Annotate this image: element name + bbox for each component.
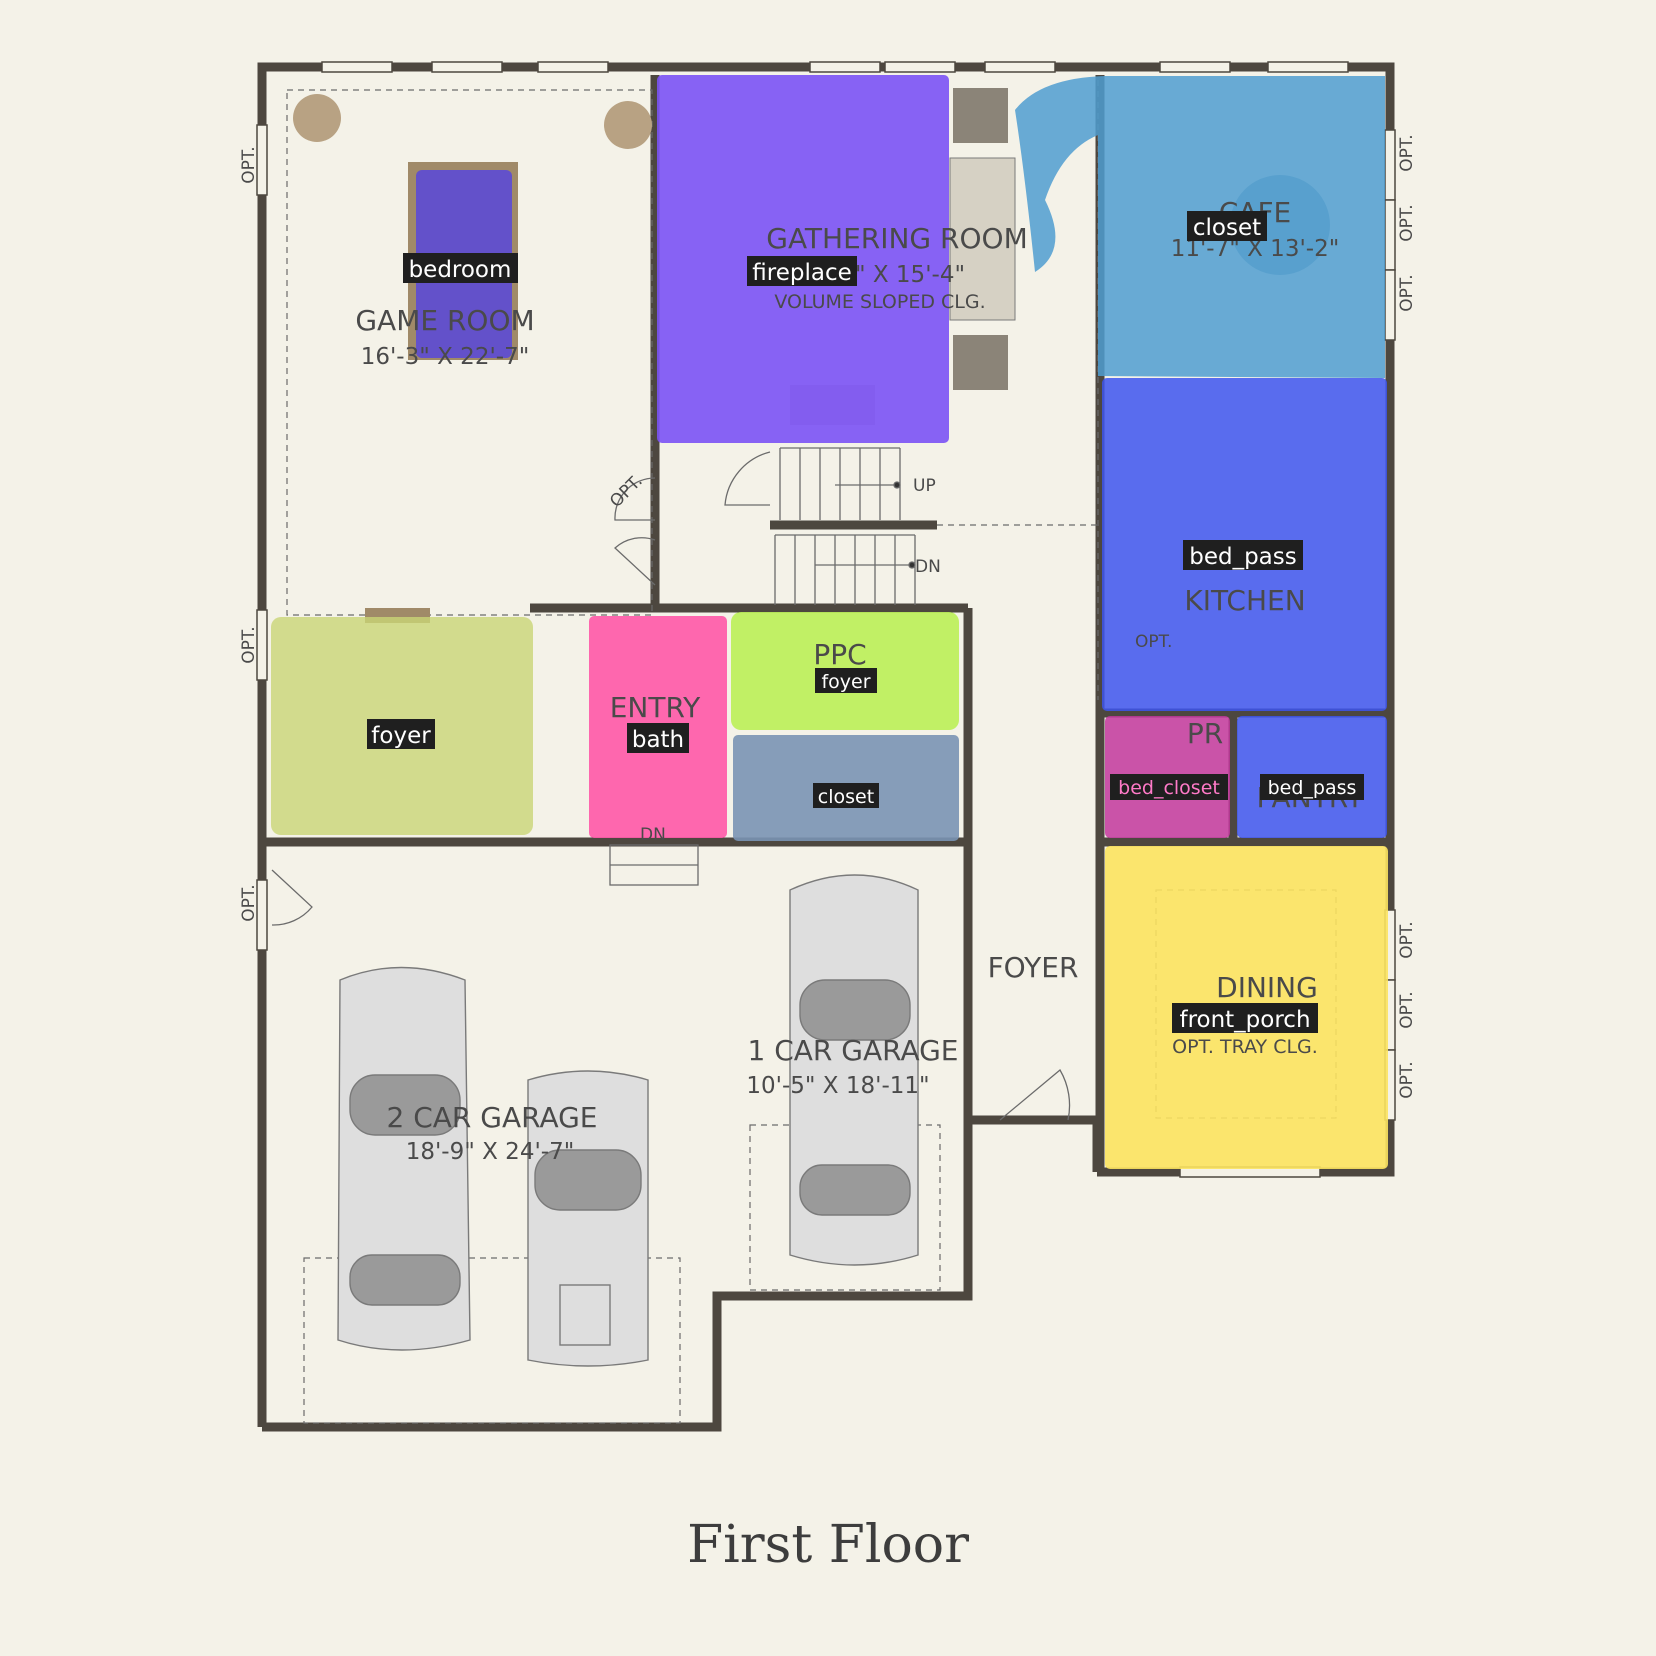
tag-closet-lower: closet [818, 786, 874, 808]
tag-bg-bedroom [403, 253, 518, 283]
room-name-pr: PR [1187, 717, 1223, 750]
room-name-game-room: GAME ROOM [355, 304, 534, 337]
tag-bg-front-porch [1172, 1003, 1318, 1033]
tag-front-porch: front_porch [1179, 1007, 1310, 1033]
tag-bed-pass-kitchen: bed_pass [1189, 544, 1297, 570]
opt-labels: OPT. OPT. OPT. OPT. OPT. OPT. OPT. OPT. … [239, 134, 1417, 1098]
tag-bg-bed-pass-pantry [1260, 774, 1364, 800]
entry-down-label: DN [640, 825, 666, 845]
tag-foyer-left: foyer [371, 723, 431, 749]
tag-closet-cafe: closet [1193, 215, 1261, 241]
opt-label-left-1: OPT. [239, 146, 259, 183]
room-dims-1-car-garage: 10'-5" X 18'-11" [746, 1073, 929, 1099]
room-name-foyer: FOYER [988, 951, 1079, 984]
opt-label-right-3: OPT. [1397, 274, 1417, 311]
entry-steps [609, 844, 699, 886]
tag-bed-pass-pantry: bed_pass [1268, 777, 1357, 799]
room-name-gathering-room: GATHERING ROOM [766, 222, 1027, 255]
room-name-entry: ENTRY [610, 691, 701, 724]
room-labels: GAME ROOM 16'-3" X 22'-7" GATHERING ROOM… [355, 196, 1364, 1165]
tag-foyer-ppc: foyer [821, 671, 870, 693]
opt-label-left-3: OPT. [239, 884, 259, 921]
tag-bg-bed-pass-kitchen [1183, 540, 1303, 570]
stairs [724, 447, 916, 605]
tag-bath: bath [632, 727, 684, 753]
room-dims-game-room: 16'-3" X 22'-7" [361, 344, 530, 370]
room-name-1-car-garage: 1 CAR GARAGE [748, 1034, 959, 1067]
tag-bg-fireplace [747, 256, 857, 286]
tag-bg-foyer-left [367, 719, 435, 749]
windows [256, 61, 1396, 1178]
stair-up-label: UP [913, 476, 936, 496]
opt-label-right-4: OPT. [1397, 921, 1417, 958]
opt-label-right-6: OPT. [1397, 1061, 1417, 1098]
segment-tags: bedroom fireplace closet bed_pass foyer … [367, 211, 1364, 1033]
stair-down-label: DN [915, 557, 941, 577]
room-name-2-car-garage: 2 CAR GARAGE [387, 1101, 598, 1134]
opt-label-door: OPT. [606, 471, 647, 512]
room-name-kitchen: KITCHEN [1184, 584, 1305, 617]
cars [337, 874, 919, 1367]
opt-label-right-1: OPT. [1397, 134, 1417, 171]
tag-fireplace: fireplace [752, 260, 851, 286]
tag-bg-closet-cafe [1187, 211, 1267, 241]
room-dims-gathering-room: " X 15'-4" [855, 262, 965, 288]
opt-label-right-2: OPT. [1397, 204, 1417, 241]
room-note-gathering-room: VOLUME SLOPED CLG. [774, 291, 985, 313]
tag-bedroom: bedroom [409, 257, 512, 283]
tag-bg-closet-lower [813, 783, 879, 808]
tag-bg-foyer-ppc [815, 668, 877, 693]
plan-title: First Floor [687, 1515, 969, 1575]
room-dims-2-car-garage: 18'-9" X 24'-7" [406, 1139, 575, 1165]
room-note-dining: OPT. TRAY CLG. [1172, 1036, 1318, 1058]
opt-label-right-5: OPT. [1397, 991, 1417, 1028]
room-name-dining: DINING [1216, 971, 1318, 1004]
tag-bg-bed-closet [1110, 774, 1228, 800]
tag-bg-bath [627, 723, 689, 753]
plan-notes: UP DN DN OPT. [640, 476, 1172, 845]
tag-bed-closet: bed_closet [1118, 777, 1220, 799]
doors [271, 477, 1071, 1121]
opt-label-kitchen: OPT. [1135, 632, 1172, 652]
opt-label-left-2: OPT. [239, 626, 259, 663]
room-name-ppc: PPC [813, 638, 866, 671]
